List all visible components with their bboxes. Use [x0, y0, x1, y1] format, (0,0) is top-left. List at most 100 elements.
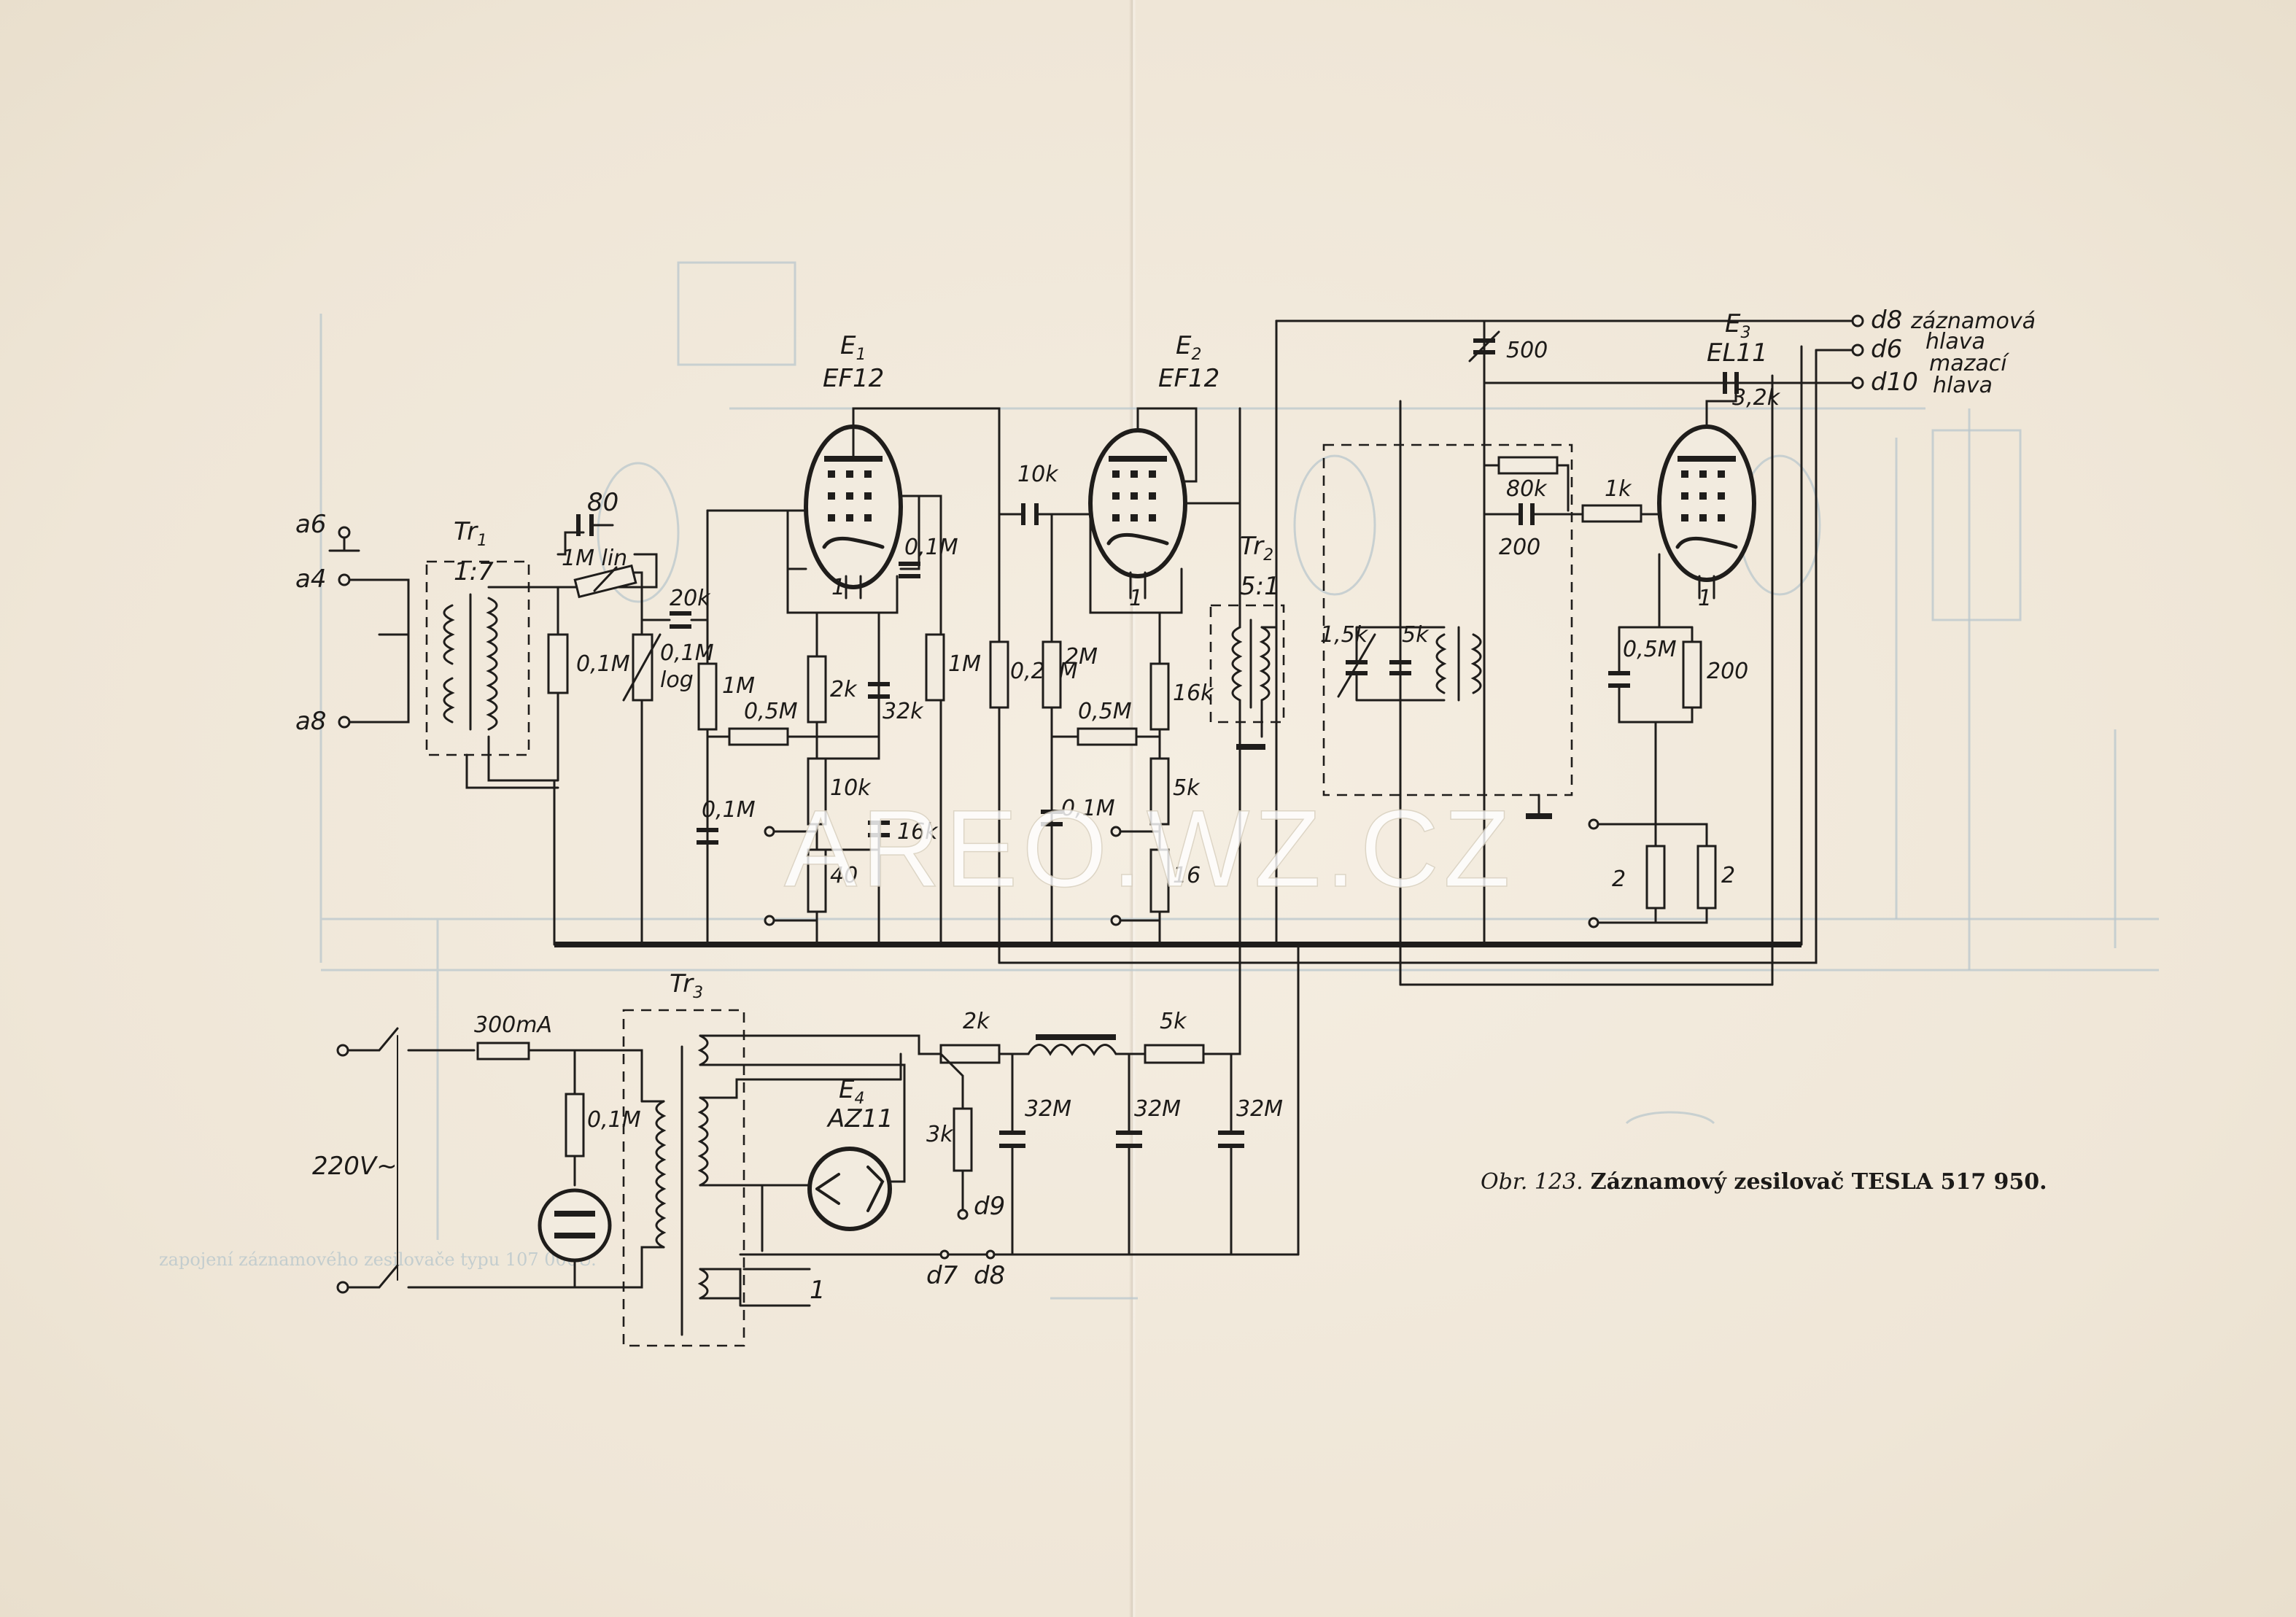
test-point-e1-b[interactable] — [764, 915, 775, 926]
r2-b-label: 2 — [1721, 863, 1735, 888]
terminal-a6[interactable] — [338, 526, 351, 539]
tr2-shield — [1209, 604, 1285, 724]
resistor-0-25M — [989, 640, 1009, 709]
heater-out-label: 1 — [810, 1276, 826, 1305]
e2-ref: E2 — [1176, 331, 1201, 364]
c20k-label: 20k — [670, 586, 711, 611]
terminal-a8[interactable] — [338, 716, 351, 729]
resistor-2M — [1042, 640, 1062, 709]
terminal-d10[interactable] — [1851, 376, 1864, 389]
output-terminals: d8 d6 d10 záznamová hlava mazací hlava — [1734, 306, 2036, 964]
input-section: a6 a4 a8 Tr1 1:7 0,1M 80 1M lin 0, — [295, 488, 714, 946]
terminal-a4[interactable] — [338, 573, 351, 586]
terminal-d8-psu[interactable] — [985, 1249, 996, 1260]
r3k-label: 3k — [926, 1122, 954, 1147]
r5k-psu-label: 5k — [1160, 1009, 1187, 1034]
c10k-label: 10k — [1017, 462, 1059, 487]
resistor-0-5M-e2 — [1077, 727, 1138, 746]
e3-ref: E3 — [1725, 309, 1750, 342]
terminal-d8-label: d8 — [1871, 306, 1902, 335]
pot-1M-lin[interactable] — [573, 564, 637, 599]
resistor-0-1M-input — [547, 633, 569, 694]
tr3-primary — [655, 1100, 667, 1249]
resistor-10k-e1 — [807, 757, 827, 826]
neon-lamp — [538, 1188, 612, 1263]
resistor-1M-anode-e1 — [925, 633, 945, 702]
tube-e3-grids — [1678, 456, 1736, 521]
oscillator-shield — [1322, 443, 1573, 796]
terminal-d6[interactable] — [1851, 344, 1864, 357]
fuse-300mA — [476, 1042, 530, 1060]
resistor-3k — [953, 1107, 973, 1172]
page-fold — [1129, 0, 1136, 1617]
log-label: log — [660, 667, 694, 693]
r1m-lin-label: 1M lin — [562, 546, 627, 571]
tr2-ratio: 5:1 — [1240, 572, 1280, 601]
r80k-label: 80k — [1506, 476, 1548, 502]
test-point-e1-a[interactable] — [764, 826, 775, 837]
r5k-a-label: 5k — [1173, 775, 1201, 801]
tr1-shield — [425, 560, 530, 756]
terminal-d7-label: d7 — [926, 1261, 958, 1290]
stage-3: 1,5k 5k 500 80k 200 1k — [1320, 309, 1854, 928]
resistor-80k — [1497, 456, 1559, 475]
c80-label: 80 — [587, 488, 618, 517]
resistor-2-b — [1696, 845, 1717, 910]
erase-head-label-1: mazací — [1929, 351, 2009, 376]
coupling-e1-e2: 10k 0,25M 2M — [989, 462, 1103, 964]
power-supply: 220V~ 300mA 0,1M Tr3 1 E4 AZ11 — [312, 728, 1300, 1347]
r1m-b-label: 1M — [948, 651, 981, 677]
resistor-200-cathode — [1682, 640, 1702, 709]
stage-2: 1 E2 EF12 16k 0,5M 5k 0,1M 16 — [1041, 331, 1241, 946]
terminal-a8-label: a8 — [295, 707, 326, 736]
r1m-a-label: 1M — [722, 673, 755, 699]
stage-1: 1M 0,5M 0,1M 1 E1 EF12 0,1M 2k — [697, 331, 1001, 946]
tube-e2 — [1088, 428, 1187, 578]
terminal-d9-label: d9 — [974, 1192, 1005, 1221]
resistor-1k-grid-e3 — [1581, 504, 1643, 523]
tr2-label: Tr2 — [1240, 532, 1273, 565]
terminal-d6-label: d6 — [1871, 335, 1902, 364]
resistor-1M-grid-e1 — [697, 662, 718, 731]
filter-choke — [1027, 1044, 1117, 1056]
e3-heater-pin: 1 — [1698, 586, 1712, 611]
r2k-label: 2k — [830, 677, 858, 702]
tr1-secondary — [486, 597, 498, 731]
c01m-a-label: 0,1M — [702, 797, 756, 823]
c200-label: 200 — [1499, 535, 1540, 560]
terminal-d7[interactable] — [939, 1249, 950, 1260]
tube-e1-grids — [824, 456, 883, 521]
terminal-d9[interactable] — [957, 1209, 969, 1220]
resistor-5k-psu — [1144, 1044, 1205, 1064]
r10k-label: 10k — [830, 775, 872, 801]
c500-label: 500 — [1506, 338, 1548, 363]
c16k-label: 16k — [897, 819, 939, 845]
test-point-e3-a[interactable] — [1588, 818, 1599, 830]
tr1-primary — [443, 604, 455, 724]
c01m-c-label: 0,1M — [1061, 796, 1115, 821]
c01m-b-label: 0,1M — [904, 535, 958, 560]
e1-type: EF12 — [823, 364, 884, 393]
c05m-label: 0,5M — [1623, 637, 1677, 662]
mains-terminal-top[interactable] — [336, 1044, 349, 1057]
tr1-ratio: 1:7 — [454, 557, 494, 586]
test-point-e3-b[interactable] — [1588, 917, 1599, 928]
test-point-e2-a[interactable] — [1110, 826, 1122, 837]
r2k-psu-label: 2k — [963, 1009, 990, 1034]
mains-label: 220V~ — [312, 1152, 397, 1181]
terminal-d8[interactable] — [1851, 314, 1864, 327]
r01m-neon-label: 0,1M — [587, 1107, 641, 1133]
r2m-label: 2M — [1065, 644, 1098, 670]
c32m-c-label: 32M — [1236, 1096, 1283, 1122]
terminal-d8-psu-label: d8 — [974, 1261, 1005, 1290]
fuse-label: 300mA — [474, 1012, 552, 1038]
r01m-a-label: 0,1M — [576, 651, 630, 677]
test-point-e2-b[interactable] — [1110, 915, 1122, 926]
e2-type: EF12 — [1158, 364, 1219, 393]
mains-terminal-bottom[interactable] — [336, 1281, 349, 1294]
tube-e3 — [1657, 424, 1756, 582]
tr3-shield — [622, 1009, 745, 1347]
r40-label: 40 — [830, 863, 858, 888]
